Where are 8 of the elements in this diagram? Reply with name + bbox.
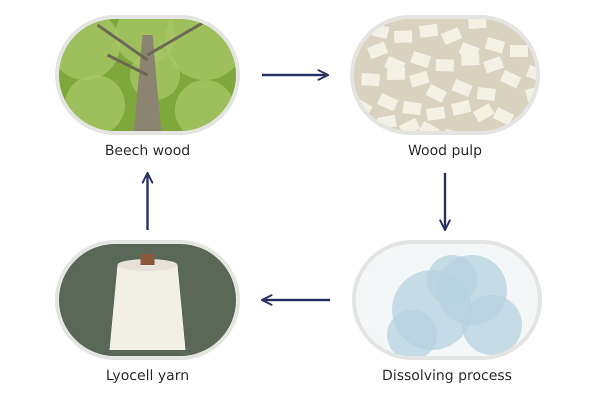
node-label: Beech wood [104,143,192,159]
node-label: Lyocell yarn [104,368,190,384]
arrow [262,69,329,81]
node-label: Dissolving process [381,368,513,384]
arrow [261,294,330,306]
arrow [439,173,451,231]
arrow [142,172,154,230]
node-label: Wood pulp [406,143,484,159]
